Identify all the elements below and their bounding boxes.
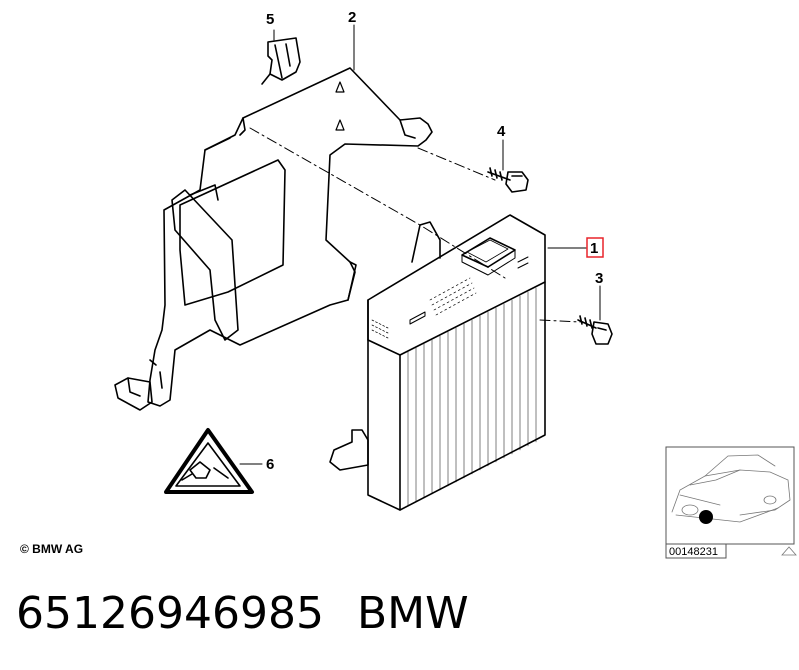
location-dot <box>699 510 713 524</box>
copyright-text: © BMW AG <box>20 542 84 556</box>
callout-5: 5 <box>266 11 274 28</box>
callout-1-highlight <box>586 237 604 258</box>
callout-1: 1 <box>590 240 598 257</box>
mounting-bracket <box>114 67 433 411</box>
control-unit <box>329 214 546 511</box>
callout-6: 6 <box>266 456 274 473</box>
triangle-icon <box>781 546 797 556</box>
clip-part <box>261 37 301 85</box>
callout-3: 3 <box>595 270 603 287</box>
callout-4: 4 <box>497 123 506 140</box>
alignment-line-3 <box>539 319 581 323</box>
brand-name: BMW <box>357 588 469 639</box>
callout-2: 2 <box>348 9 356 26</box>
screw-part-4 <box>487 167 529 193</box>
vehicle-thumbnail: 00148231 <box>665 446 797 559</box>
alignment-line <box>249 127 506 279</box>
warning-triangle <box>164 428 254 494</box>
part-number: 65126946985 <box>16 588 324 639</box>
alignment-line-2 <box>417 147 496 181</box>
screw-part-3 <box>577 315 613 345</box>
thumbnail-id: 00148231 <box>669 546 718 558</box>
